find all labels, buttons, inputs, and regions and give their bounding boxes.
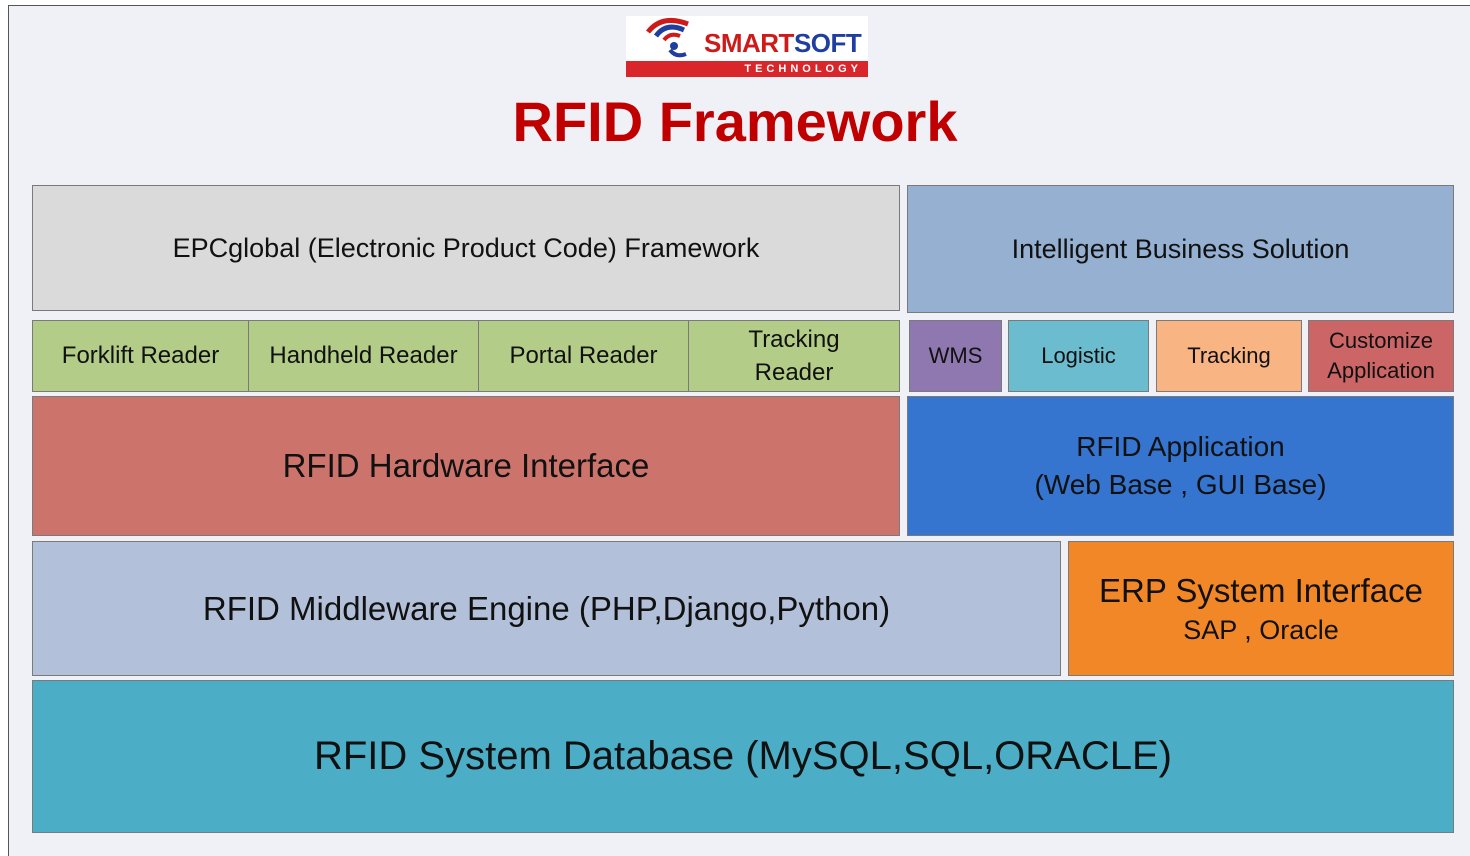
app-logistic-label: Logistic: [1041, 343, 1116, 368]
epcglobal-block: EPCglobal (Electronic Product Code) Fram…: [32, 185, 900, 311]
reader-handheld: Handheld Reader: [248, 320, 479, 392]
app-customize: Customize Application: [1308, 320, 1454, 392]
smartsoft-logo: SMARTSOFT TECHNOLOGY: [626, 16, 868, 77]
reader-portal: Portal Reader: [478, 320, 689, 392]
erp-subtitle: SAP , Oracle: [1183, 614, 1339, 645]
app-customize-label: Customize Application: [1327, 328, 1435, 383]
page-title: RFID Framework: [512, 90, 958, 153]
reader-forklift: Forklift Reader: [32, 320, 249, 392]
rfid-application-subtitle: (Web Base , GUI Base): [1034, 469, 1327, 500]
logo-brand-part2: SOFT: [793, 28, 862, 58]
middleware-label: RFID Middleware Engine (PHP,Django,Pytho…: [202, 589, 891, 627]
signal-waves-icon: [646, 17, 689, 58]
hardware-interface-block: RFID Hardware Interface: [32, 396, 900, 536]
logo-brand-part1: SMART: [704, 28, 794, 58]
app-tracking-label: Tracking: [1187, 343, 1271, 368]
reader-portal-label: Portal Reader: [509, 342, 658, 369]
rfid-application-block: RFID Application (Web Base , GUI Base): [907, 396, 1454, 536]
rfid-application-title: RFID Application: [1076, 431, 1285, 462]
app-wms: WMS: [909, 320, 1002, 392]
reader-tracking: Tracking Reader: [688, 320, 900, 392]
erp-title: ERP System Interface: [1098, 571, 1424, 609]
reader-forklift-label: Forklift Reader: [61, 342, 220, 369]
erp-block: ERP System Interface SAP , Oracle: [1068, 541, 1454, 676]
database-label: RFID System Database (MySQL,SQL,ORACLE): [313, 734, 1172, 778]
app-tracking: Tracking: [1156, 320, 1302, 392]
app-logistic: Logistic: [1008, 320, 1149, 392]
app-wms-label: WMS: [928, 343, 983, 368]
reader-tracking-label: Tracking Reader: [748, 326, 840, 386]
middleware-block: RFID Middleware Engine (PHP,Django,Pytho…: [32, 541, 1061, 676]
reader-handheld-label: Handheld Reader: [269, 342, 458, 369]
logo-brand-text: SMARTSOFT: [704, 28, 862, 58]
database-block: RFID System Database (MySQL,SQL,ORACLE): [32, 680, 1454, 833]
epcglobal-label: EPCglobal (Electronic Product Code) Fram…: [172, 232, 760, 263]
hardware-interface-label: RFID Hardware Interface: [282, 447, 650, 484]
intelligent-business-block: Intelligent Business Solution: [907, 185, 1454, 313]
logo-tagline: TECHNOLOGY: [626, 61, 868, 77]
intelligent-business-label: Intelligent Business Solution: [1011, 233, 1350, 264]
